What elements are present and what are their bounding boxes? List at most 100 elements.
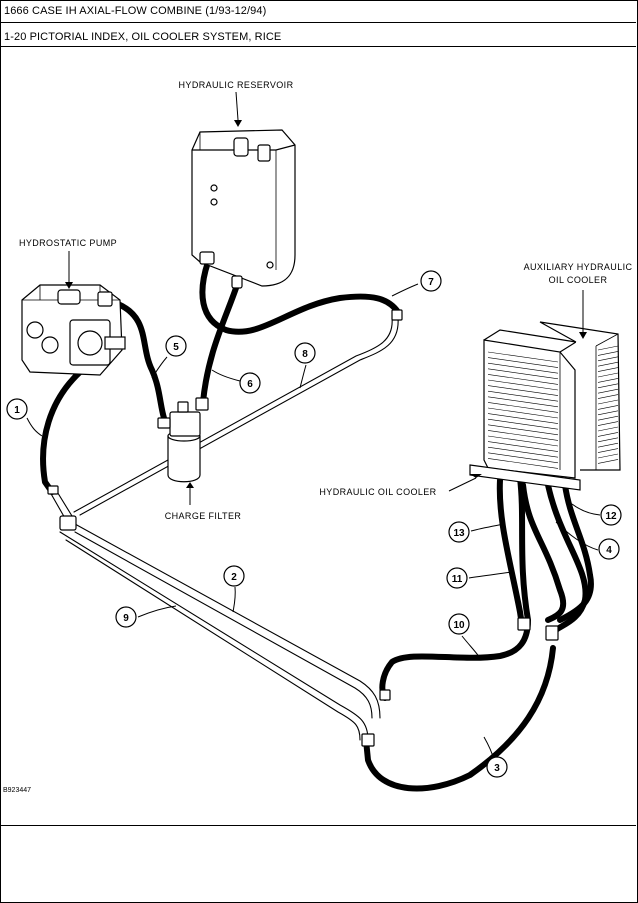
aux-cooler-fin [597,367,619,372]
figure-code: B923447 [3,787,31,794]
leader-6 [211,369,241,382]
callout-7: 7 [428,277,434,288]
header-row-1: 1666 CASE IH AXIAL-FLOW COMBINE (1/93-12… [0,0,636,23]
leader-oil-cooler [448,477,477,492]
hose-7 [199,259,401,335]
leader-11 [468,571,513,579]
callout-2-circle [223,565,245,587]
callout-4-circle [598,538,620,560]
label-charge-filter: CHARGE FILTER [165,511,242,521]
callout-6-circle [239,372,261,394]
aux-cooler-fin [597,372,619,378]
leader-7 [391,283,419,297]
cooler-fin [487,430,559,441]
callout-11: 11 [452,574,463,585]
cooler-fin [487,402,559,413]
leader-10 [461,635,481,659]
callout-13: 13 [453,528,465,539]
bottom-rule [0,825,636,826]
cooler-fin [487,435,559,447]
cooler-fin [487,357,559,368]
cooler-fin [487,374,559,385]
cooler-fin [487,396,559,408]
hydraulic-reservoir [191,129,296,289]
aux-cooler-fin [597,453,619,459]
label-hydrostatic-pump: HYDROSTATIC PUMP [19,238,117,248]
callout-6: 6 [247,379,253,390]
auxiliary-oil-cooler-fins [597,345,619,464]
callout-12: 12 [605,511,617,522]
callout-9: 9 [123,613,129,624]
header-title: 1666 CASE IH AXIAL-FLOW COMBINE (1/93-12… [4,5,267,17]
callout-2: 2 [231,572,237,583]
aux-cooler-fin [597,437,619,443]
header-subtitle: 1-20 PICTORIAL INDEX, OIL COOLER SYSTEM,… [4,31,282,43]
tube-1-link [49,491,67,521]
tube-2-inner [74,523,381,719]
cooler-fin [487,413,559,424]
callout-13-circle [448,521,470,543]
leader-5 [151,356,168,379]
hydrostatic-pump [21,284,126,376]
leader-1 [26,417,43,437]
aux-cooler-fin [597,421,619,426]
label-aux-cooler-line1: AUXILIARY HYDRAULIC [524,262,633,272]
hydraulic-oil-cooler [469,329,581,491]
cooler-fin [487,452,559,464]
leader-12 [571,503,601,516]
callout-1: 1 [14,405,20,416]
cooler-fin [487,368,559,380]
cooler-fin [487,418,559,430]
aux-cooler-fin [597,399,619,405]
tube-1-link-b [55,489,73,517]
label-hydraulic-reservoir: HYDRAULIC RESERVOIR [179,80,294,90]
callout-3-circle [486,756,508,778]
hose-6 [200,285,239,405]
label-hydraulic-oil-cooler: HYDRAULIC OIL COOLER [319,487,436,497]
aux-cooler-fin [597,394,619,399]
aux-cooler-fin [597,383,619,389]
tube-9-inner [65,539,361,741]
leader-4 [555,521,599,551]
tube-2-outer [74,531,373,719]
tee-fitting [47,309,559,747]
tube-8-inner [73,317,393,513]
aux-cooler-fin [597,442,619,448]
callout-10-circle [448,613,470,635]
callout-numbers: 1 2 3 4 5 6 7 8 9 10 11 12 13 [14,277,617,774]
leader-13 [470,523,505,532]
cooler-fin [487,351,559,363]
hose-12 [557,482,594,623]
aux-cooler-fin [597,378,619,383]
callout-9-circle [115,606,137,628]
cooler-fin [487,424,559,436]
hoses [40,259,594,792]
aux-cooler-fin [597,388,619,394]
aux-cooler-fin [597,426,619,432]
aux-cooler-fin [597,356,619,362]
hose-4 [545,482,589,633]
leader-reservoir [235,91,239,121]
leader-lines [26,91,601,761]
aux-cooler-fin [597,432,619,437]
leader-8 [299,364,307,389]
cooler-fin [487,379,559,391]
callout-4: 4 [606,545,612,556]
hose-13 [496,477,525,628]
callout-10: 10 [453,620,465,631]
hose-11 [379,475,531,701]
aux-cooler-fin [597,410,619,416]
callout-8-circle [294,342,316,364]
aux-cooler-fin [597,448,619,453]
aux-cooler-fin [597,459,619,464]
aux-cooler-fin [597,345,619,351]
tubes [49,317,399,741]
cooler-fin [487,385,559,396]
hose-5 [115,301,167,421]
cooler-fin [487,407,559,419]
header-row-2: 1-20 PICTORIAL INDEX, OIL COOLER SYSTEM,… [0,23,636,47]
tube-9-outer [59,531,369,741]
leader-9 [137,605,177,618]
aux-cooler-fin [597,405,619,410]
